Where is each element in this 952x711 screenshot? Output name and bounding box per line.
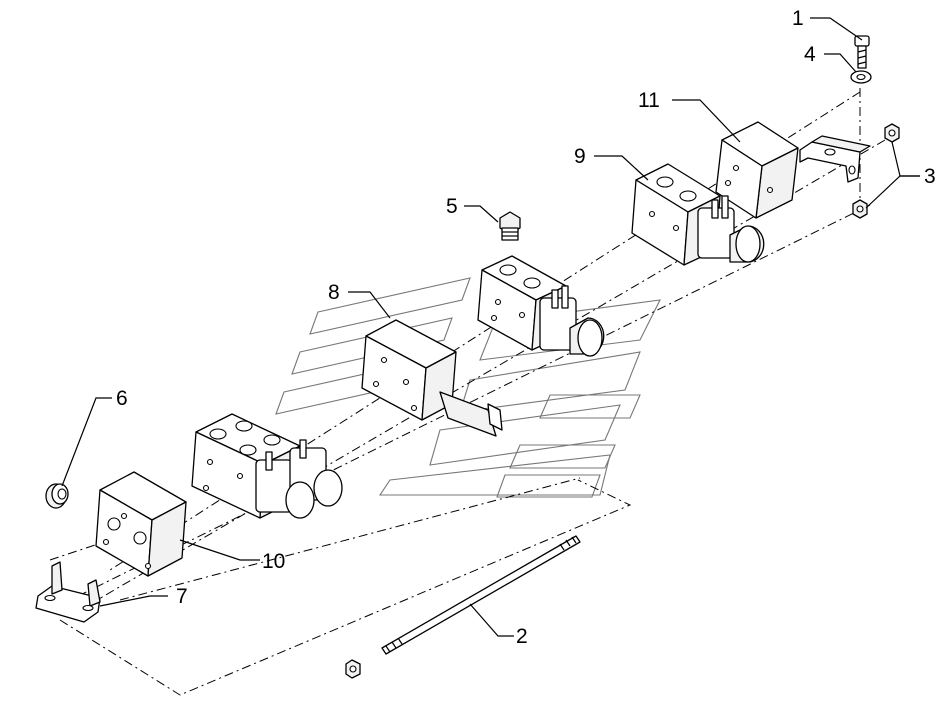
callout-5: 5	[446, 195, 458, 218]
washer-part-4	[850, 70, 872, 84]
leader-lines	[61, 17, 920, 637]
fitting-part-5	[499, 211, 521, 241]
double-valve-block	[191, 413, 343, 519]
end-block-part-10	[95, 471, 187, 577]
callout-9: 9	[574, 145, 586, 168]
block-part-8	[361, 319, 503, 437]
callout-3: 3	[924, 165, 936, 188]
nut-tie-rod	[345, 659, 361, 679]
nut-part-3-upper	[884, 123, 900, 143]
callout-4: 4	[804, 43, 816, 66]
callout-6: 6	[116, 387, 128, 410]
valve-block-middle	[477, 255, 605, 357]
plug-part-6	[45, 483, 69, 509]
tie-rod-part-2	[381, 535, 581, 655]
callout-11: 11	[638, 89, 660, 112]
callout-7: 7	[176, 585, 188, 608]
bolt-part-1	[854, 35, 870, 69]
callout-10: 10	[262, 550, 285, 573]
callout-1: 1	[792, 7, 804, 30]
watermark-logo	[275, 277, 661, 498]
valve-block-part-9	[631, 163, 765, 266]
nut-part-3-lower	[852, 199, 868, 219]
callout-8: 8	[328, 281, 340, 304]
bracket-part-7	[35, 561, 101, 623]
bracket-right	[799, 135, 871, 183]
callout-2: 2	[516, 625, 528, 648]
